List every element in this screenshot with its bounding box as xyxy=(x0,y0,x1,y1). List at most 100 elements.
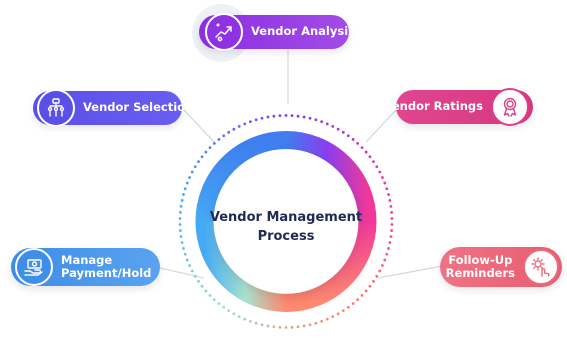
ring-dot xyxy=(372,160,375,164)
ring-dot xyxy=(254,321,258,325)
people-select-icon xyxy=(37,89,75,127)
connector-line xyxy=(365,107,399,143)
ring-dot xyxy=(368,155,372,159)
ring-dot xyxy=(390,223,394,226)
ring-dot xyxy=(254,118,258,122)
touch-gear-icon xyxy=(523,249,559,285)
ring-dot xyxy=(341,309,345,313)
ring-dot xyxy=(212,298,216,301)
vendor-analysis-label: Vendor Analysis xyxy=(251,24,355,39)
ring-dot xyxy=(290,114,294,118)
ring-dot xyxy=(383,181,387,185)
ring-dot xyxy=(179,205,183,208)
ring-dot xyxy=(336,312,340,316)
ring-dot xyxy=(388,241,392,244)
ring-dot xyxy=(302,324,306,328)
award-badge-icon xyxy=(491,88,529,126)
ring-dot xyxy=(217,138,221,141)
ring-dot xyxy=(272,325,276,329)
ring-dot xyxy=(204,150,208,154)
ring-dot xyxy=(237,124,241,128)
follow-up-line2: Reminders xyxy=(445,266,515,280)
ring-dot xyxy=(248,120,252,124)
ring-dot xyxy=(296,114,300,118)
ring-dot xyxy=(197,279,200,283)
ring-dot xyxy=(308,116,312,120)
ring-dot xyxy=(356,142,360,145)
ring-dot xyxy=(180,199,184,202)
ring-dot xyxy=(284,114,288,117)
ring-dot xyxy=(296,325,300,329)
vendor-selection-node: Vendor Selection xyxy=(33,89,193,127)
ring-dot xyxy=(183,252,187,256)
ring-dot xyxy=(182,193,185,196)
ring-dot xyxy=(197,160,200,164)
ring-dot xyxy=(183,187,187,191)
ring-dot xyxy=(331,315,335,319)
ring-dot xyxy=(390,211,394,214)
ring-dot xyxy=(222,134,226,138)
ring-dot xyxy=(314,118,318,122)
ring-dot xyxy=(351,138,355,141)
ring-dot xyxy=(364,150,368,154)
ring-dot xyxy=(193,165,197,169)
follow-up-node: Follow-Up Reminders xyxy=(440,247,562,287)
ring-dot xyxy=(232,312,236,316)
follow-up-label: Follow-Up Reminders xyxy=(445,252,515,280)
ring-dot xyxy=(325,122,329,126)
ring-dot xyxy=(383,258,387,262)
hand-money-icon xyxy=(15,248,53,286)
vendor-analysis-node: Vendor Analysis xyxy=(199,13,355,51)
ring-dot xyxy=(200,155,204,159)
dotted-ring xyxy=(178,114,394,329)
ring-dot xyxy=(188,176,191,179)
ring-dot xyxy=(260,116,264,120)
ring-dot xyxy=(266,324,270,328)
connector-line xyxy=(159,267,205,279)
center-title-line2: Process xyxy=(257,229,315,244)
ring-dot xyxy=(272,114,276,118)
center-disc xyxy=(214,149,358,294)
ring-dot xyxy=(185,258,189,262)
ring-dot xyxy=(190,269,194,273)
center-title: Vendor Management Process xyxy=(186,208,386,246)
ring-dot xyxy=(178,211,182,214)
ring-dot xyxy=(217,302,221,305)
ring-dot xyxy=(266,115,270,119)
ring-dot xyxy=(208,146,212,150)
manage-payment-node: Manage Payment/Hold xyxy=(11,248,160,286)
ring-dot xyxy=(375,165,379,169)
ring-dot xyxy=(320,120,324,124)
ring-dot xyxy=(346,305,350,309)
ring-dot xyxy=(387,247,390,250)
ring-dot xyxy=(390,229,394,232)
ring-dot xyxy=(204,289,208,293)
ring-dot xyxy=(336,127,340,131)
ring-dot xyxy=(200,284,204,288)
ring-dot xyxy=(243,317,247,321)
ring-dot xyxy=(387,193,390,196)
center-title-line1: Vendor Management xyxy=(209,210,363,225)
ring-dot xyxy=(325,317,329,321)
ring-dot xyxy=(368,284,372,288)
graph-arrow-icon xyxy=(205,13,243,51)
ring-dot xyxy=(331,124,335,128)
vendor-ratings-node: Vendor Ratings xyxy=(384,88,533,126)
connector-line xyxy=(181,107,215,143)
vendor-ratings-label: Vendor Ratings xyxy=(383,99,483,114)
gradient-ring xyxy=(195,131,377,312)
ring-dot xyxy=(227,309,231,313)
ring-dot xyxy=(193,274,197,278)
ring-dot xyxy=(381,264,384,267)
ring-dot xyxy=(378,170,382,174)
ring-dot xyxy=(388,199,392,202)
ring-dot xyxy=(178,217,182,220)
ring-dot xyxy=(375,274,379,278)
ring-dot xyxy=(208,293,212,297)
ring-dot xyxy=(179,235,183,238)
connector-line xyxy=(377,265,443,279)
ring-dot xyxy=(302,115,306,119)
manage-payment-line2: Payment/Hold xyxy=(61,266,152,280)
follow-up-line1: Follow-Up xyxy=(448,252,513,267)
